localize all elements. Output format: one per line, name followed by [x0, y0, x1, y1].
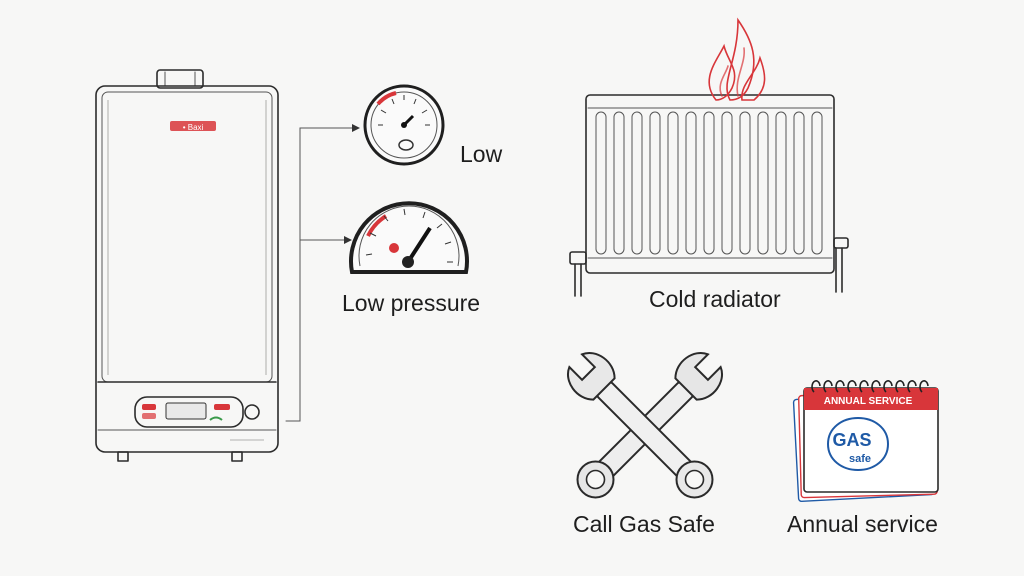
large-pressure-gauge	[349, 201, 469, 274]
small-gauge-red-zone	[376, 91, 397, 106]
flame-icon	[708, 17, 766, 101]
boiler-button-right	[214, 404, 230, 410]
connector-lines	[285, 124, 360, 422]
calendar-label: Annual service	[787, 511, 938, 537]
boiler-brand-text: • Baxi	[183, 123, 204, 132]
calendar-rings	[811, 380, 929, 393]
calendar-icon: ANNUAL SERVICE GAS safe	[792, 380, 939, 503]
gas-safe-logo: GAS safe	[826, 416, 890, 472]
radiator-label: Cold radiator	[649, 286, 781, 312]
gas-safe-logo-line2: safe	[849, 453, 871, 465]
boiler-display	[165, 402, 207, 420]
calendar-header-text: ANNUAL SERVICE	[824, 396, 913, 407]
boiler-control-panel	[134, 396, 244, 428]
boiler-brand-badge	[170, 121, 216, 131]
boiler-pipe	[117, 451, 129, 462]
large-gauge-red-zone	[366, 214, 388, 237]
large-gauge-label: Low pressure	[342, 290, 481, 316]
radiator-valve-right	[833, 237, 849, 249]
boiler-illustration: • Baxi	[95, 69, 279, 462]
gas-safe-logo-line1: GAS	[832, 430, 871, 450]
tools-label: Call Gas Safe	[573, 511, 715, 537]
radiator-illustration	[569, 17, 849, 297]
boiler-dial	[244, 404, 260, 420]
boiler-button-left	[142, 404, 156, 410]
radiator-valve-left	[569, 251, 587, 265]
wrench-icon	[567, 352, 723, 499]
radiator-body	[585, 94, 835, 274]
boiler-flue	[156, 69, 204, 89]
small-pressure-gauge	[363, 84, 445, 166]
large-gauge-needle	[406, 226, 432, 264]
connector-to-small-gauge	[285, 127, 353, 422]
boiler-casing	[95, 85, 279, 453]
small-gauge-label: Low	[460, 141, 503, 167]
calendar-header-bar	[804, 388, 938, 410]
radiator-fins	[595, 111, 823, 255]
